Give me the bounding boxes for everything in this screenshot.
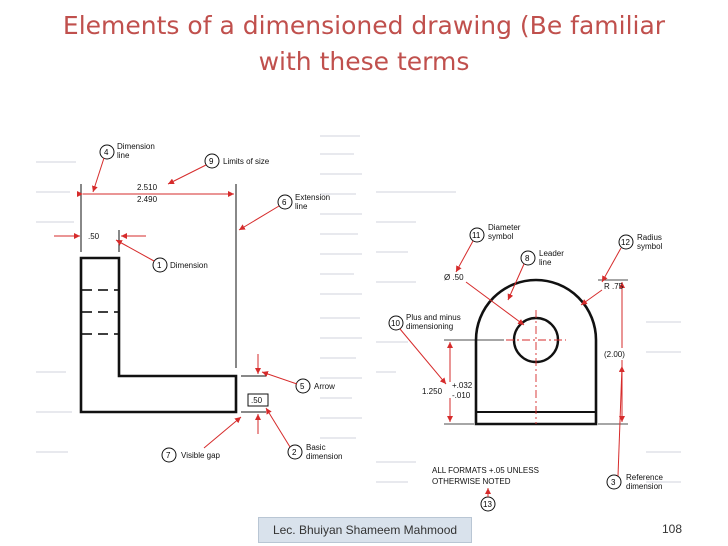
callout-label: Visible gap (181, 451, 221, 460)
callout-label: Dimension (170, 261, 208, 270)
callout-number: 5 (300, 382, 305, 391)
callout-number: 13 (483, 500, 492, 509)
radius-leader (580, 289, 603, 306)
callout-visible-gap: 7 Visible gap (161, 416, 242, 463)
page-number: 108 (662, 522, 683, 536)
radius-value: R .75 (604, 282, 624, 291)
l-shaped-part-outline (79, 256, 238, 414)
diameter-leader (465, 281, 525, 326)
bracket-outline (474, 278, 598, 426)
callout-number: 1 (157, 261, 162, 270)
footer-author: Lec. Bhuiyan Shameem Mahmood (258, 517, 472, 543)
callout-number: 10 (391, 319, 400, 328)
right-drawing: 1.250 +.032 -.010 (2.00) Ø .50 R .75 ALL… (388, 223, 663, 512)
basic-dimension-box (247, 393, 269, 407)
callout-number: 9 (209, 157, 214, 166)
callout-number: 11 (472, 231, 481, 240)
callout-number: 2 (292, 448, 297, 457)
small-dimension-value: .50 (88, 232, 100, 241)
callout-arrow: 5 Arrow (261, 371, 335, 394)
callout-number: 3 (611, 478, 616, 487)
background-book-text (36, 135, 681, 483)
height-value: 1.250 (422, 387, 443, 396)
callout-limits-of-size: 9 Limits of size (167, 153, 270, 185)
callout-label: Arrow (314, 382, 335, 391)
callout-general-note: 13 (480, 488, 496, 512)
general-note-line-1: ALL FORMATS +.05 UNLESS (432, 466, 539, 475)
slide-title: Elements of a dimensioned drawing (Be fa… (0, 8, 728, 80)
diameter-value: Ø .50 (444, 273, 464, 282)
callout-dimension: 1 Dimension (115, 239, 208, 273)
slide-title-line-2: with these terms (258, 47, 470, 76)
hole-circle (512, 316, 560, 364)
callout-number: 6 (282, 198, 287, 207)
limit-upper-value: 2.510 (137, 183, 158, 192)
reference-value: (2.00) (604, 350, 625, 359)
tolerance-plus: +.032 (452, 381, 473, 390)
tolerance-minus: -.010 (452, 391, 471, 400)
basic-dimension-value: .50 (251, 396, 263, 405)
general-note-line-2: OTHERWISE NOTED (432, 477, 511, 486)
limit-lower-value: 2.490 (137, 195, 158, 204)
callout-number: 7 (166, 451, 171, 460)
callout-number: 12 (621, 238, 630, 247)
callout-number: 8 (525, 254, 530, 263)
hidden-lines (81, 289, 119, 335)
callout-label: Limits of size (223, 157, 270, 166)
callout-number: 4 (104, 148, 109, 157)
slide-title-line-1: Elements of a dimensioned drawing (Be fa… (62, 11, 666, 40)
